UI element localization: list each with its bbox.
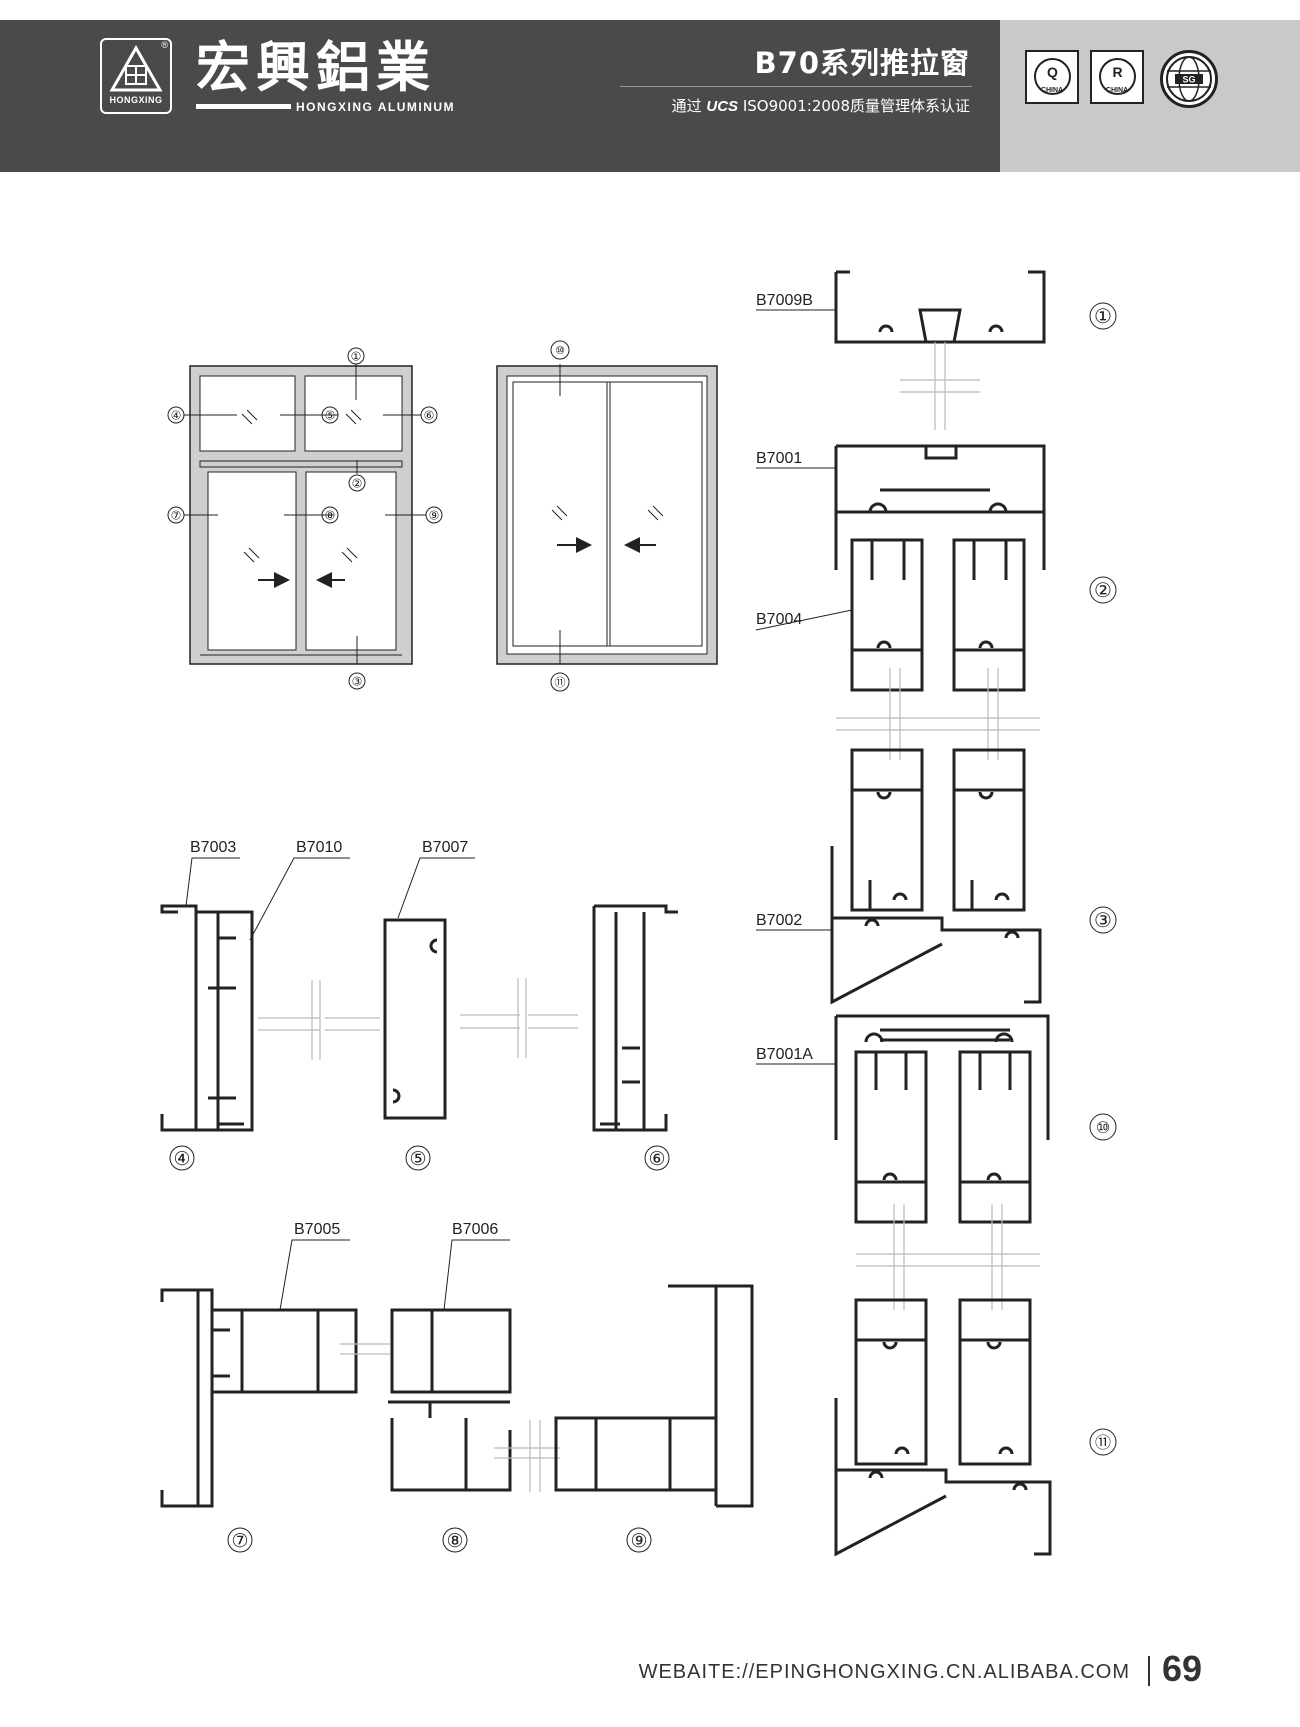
registered-mark: ®	[161, 40, 168, 50]
section-row-2: B7005 B7006 ⑦ ⑧ ⑨	[160, 1221, 754, 1553]
profile-b7005-section	[160, 1288, 390, 1508]
callout-9: ⑨	[425, 506, 443, 524]
r-china-badge-icon: R CHINA	[1090, 50, 1144, 104]
callout-2: ②	[348, 474, 366, 492]
cert-body: ISO9001:2008质量管理体系认证	[742, 97, 970, 115]
svg-text:④: ④	[173, 1148, 190, 1170]
svg-text:⑨: ⑨	[429, 509, 440, 523]
svg-text:①: ①	[1094, 304, 1112, 328]
label-b7007: B7007	[422, 839, 468, 856]
callout-5: ⑤	[321, 406, 339, 424]
profile-b7004-bottom	[854, 1298, 1032, 1466]
svg-text:⑤: ⑤	[409, 1148, 426, 1170]
section-number-2: ②	[1089, 576, 1117, 604]
section-row-1: B7003 B7010 B7007 ④ ⑤ ⑥	[160, 839, 678, 1171]
profile-b7002-bottom	[834, 1398, 1052, 1557]
q-caption: CHINA	[1040, 87, 1064, 94]
svg-text:②: ②	[1094, 578, 1112, 602]
certification-text: 通过 UCS ISO9001:2008质量管理体系认证	[600, 95, 970, 116]
svg-text:⑧: ⑧	[325, 509, 336, 523]
label-b7004: B7004	[756, 611, 802, 628]
svg-text:⑦: ⑦	[231, 1530, 248, 1552]
svg-text:①: ①	[351, 350, 362, 364]
r-mark: R	[1099, 58, 1136, 95]
label-b7001a: B7001A	[756, 1046, 813, 1063]
section-number-3: ③	[1089, 906, 1117, 934]
callout-8: ⑧	[321, 506, 339, 524]
q-china-badge-icon: Q CHINA	[1025, 50, 1079, 104]
callout-11: ⑪	[550, 672, 570, 692]
svg-text:⑨: ⑨	[630, 1530, 647, 1552]
r-caption: CHINA	[1105, 87, 1129, 94]
window-elevation-left: ① ④ ⑤ ⑥ ② ⑦ ⑧ ⑨ ③	[167, 347, 443, 690]
header-divider	[620, 86, 972, 87]
section-number-8: ⑧	[442, 1527, 468, 1553]
callout-7: ⑦	[167, 506, 185, 524]
profile-b7004-upper	[836, 538, 1040, 760]
callout-3: ③	[348, 672, 366, 690]
profile-b7003-b7010-section	[160, 904, 380, 1132]
footer-website: WEBAITE://EPINGHONGXING.CN.ALIBABA.COM	[638, 1661, 1130, 1683]
label-b7005: B7005	[294, 1221, 340, 1238]
cert-prefix: 通过	[671, 97, 702, 115]
page-number: 69	[1162, 1648, 1203, 1689]
profile-b7002	[830, 846, 1042, 1005]
label-b7010: B7010	[296, 839, 342, 856]
svg-text:⑥: ⑥	[648, 1148, 665, 1170]
vertical-section-column: B7009B B7001 B7004 B7002 B7001A ① ② ③ ⑩ …	[755, 270, 1117, 1557]
sgs-mark: SG	[1182, 75, 1195, 85]
svg-text:③: ③	[1094, 908, 1112, 932]
brand-name-en: HONGXING ALUMINUM	[296, 100, 456, 114]
callout-4: ④	[167, 406, 185, 424]
brand-name: 宏興鋁業	[196, 36, 436, 99]
svg-text:⑩: ⑩	[555, 344, 565, 357]
section-number-11: ⑪	[1089, 1428, 1117, 1456]
q-mark: Q	[1034, 58, 1071, 95]
label-b7009b: B7009B	[756, 292, 813, 309]
svg-text:⑧: ⑧	[446, 1530, 463, 1552]
svg-text:⑪: ⑪	[555, 676, 566, 689]
section-number-4: ④	[169, 1145, 195, 1171]
profile-b7007-section	[383, 918, 578, 1120]
footer-separator	[1148, 1656, 1150, 1686]
callout-1: ①	[347, 347, 365, 365]
series-title: B70系列推拉窗	[754, 46, 970, 80]
sgs-globe-badge-icon: SG	[1160, 50, 1218, 108]
page-header	[0, 20, 1300, 172]
profile-b7001	[834, 444, 1046, 570]
hongxing-logo-icon: ®	[100, 38, 172, 114]
profile-b7004-lower	[850, 748, 1026, 912]
profile-b7003-right-section	[592, 904, 678, 1132]
ucs-logo: UCS	[706, 98, 739, 115]
brand-underline	[196, 104, 291, 109]
profile-b7009b	[834, 270, 1046, 430]
section-number-6: ⑥	[644, 1145, 670, 1171]
svg-text:⑩: ⑩	[1096, 1118, 1110, 1137]
profile-b7006-section	[388, 1308, 560, 1492]
window-elevation-right: ⑩ ⑪	[496, 340, 718, 692]
label-b7006: B7006	[452, 1221, 498, 1238]
profile-b7005-right-section	[554, 1284, 754, 1508]
section-number-5: ⑤	[405, 1145, 431, 1171]
svg-text:⑪: ⑪	[1095, 1433, 1111, 1452]
svg-text:②: ②	[352, 477, 363, 491]
svg-text:⑥: ⑥	[424, 409, 435, 423]
label-b7001: B7001	[756, 450, 802, 467]
label-b7003: B7003	[190, 839, 236, 856]
label-b7002: B7002	[756, 912, 802, 929]
profile-b7001a	[834, 1014, 1050, 1310]
svg-text:⑦: ⑦	[171, 509, 182, 523]
section-number-7: ⑦	[227, 1527, 253, 1553]
svg-text:③: ③	[352, 675, 363, 689]
section-number-1: ①	[1089, 302, 1117, 330]
header-dark-band	[0, 20, 1000, 172]
section-number-10: ⑩	[1089, 1113, 1117, 1141]
callout-10: ⑩	[550, 340, 570, 360]
svg-text:⑤: ⑤	[325, 409, 336, 423]
logo-subtext: HONGXING	[109, 95, 163, 105]
svg-text:④: ④	[171, 409, 182, 423]
section-number-9: ⑨	[626, 1527, 652, 1553]
callout-6: ⑥	[420, 406, 438, 424]
